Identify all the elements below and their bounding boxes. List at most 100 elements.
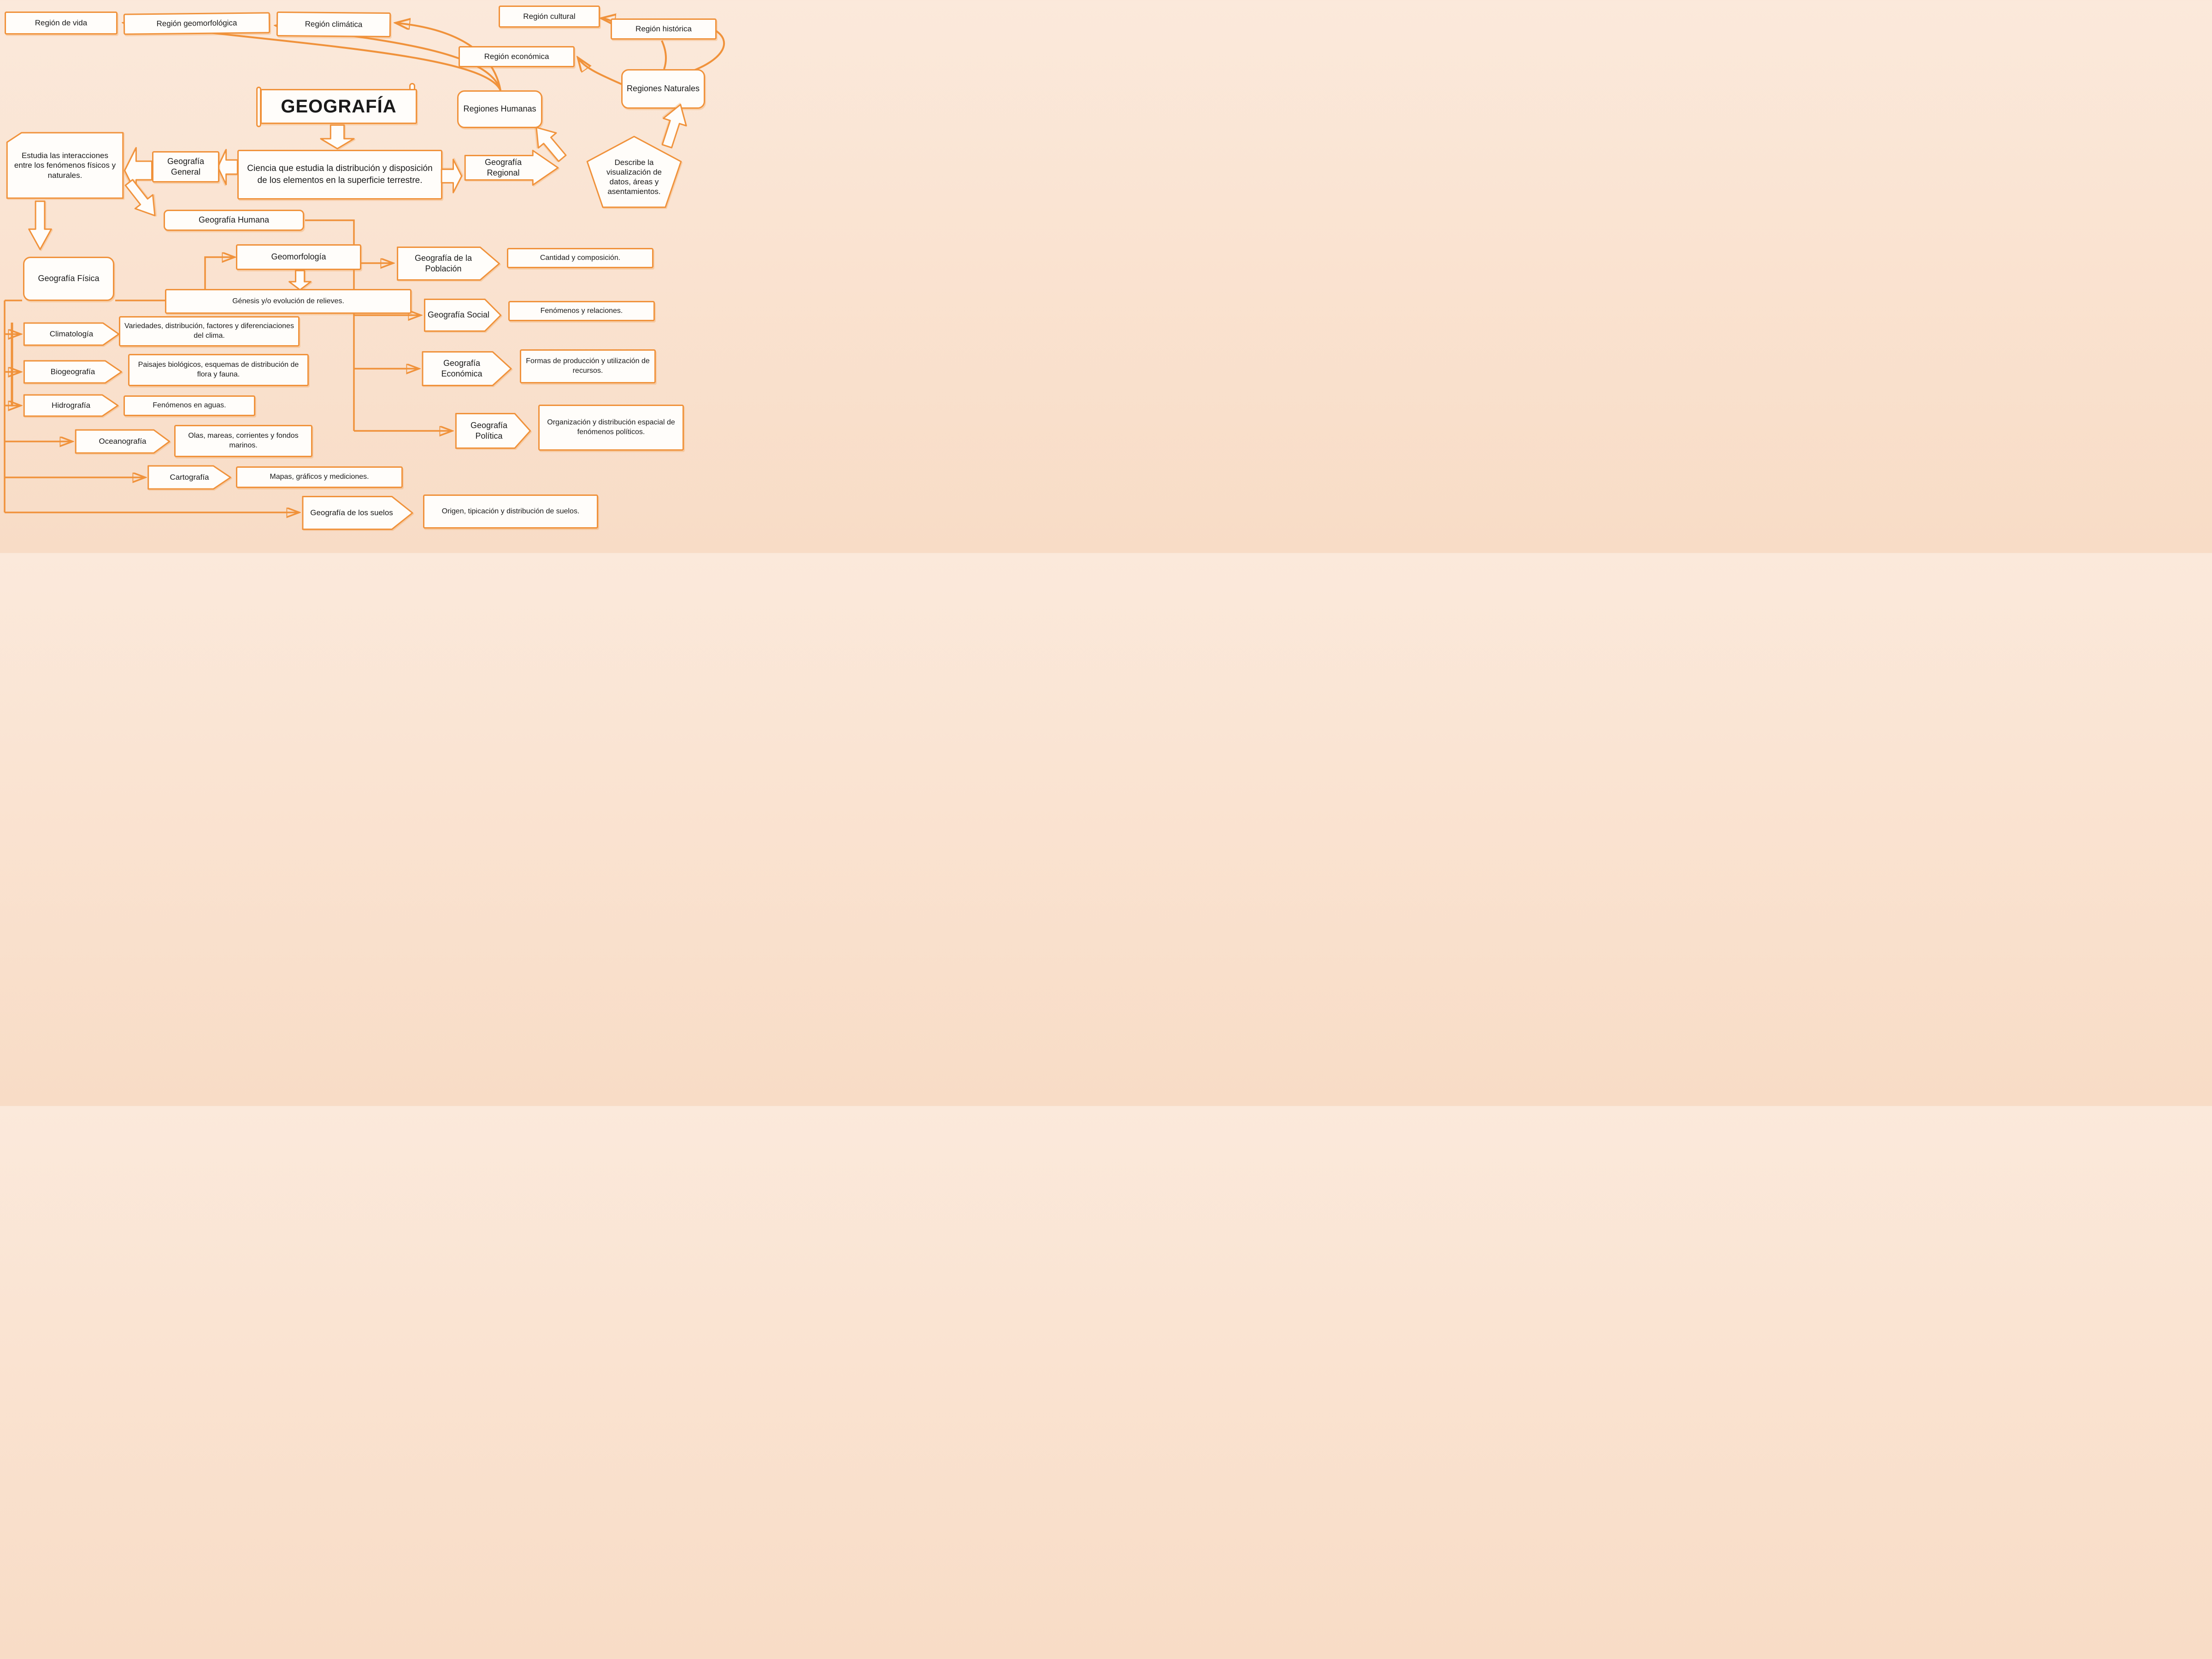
regiones-humanas-label: Regiones Humanas: [463, 104, 536, 114]
chevron-shape: [147, 465, 232, 489]
arrow-shape-right: [463, 150, 560, 186]
node-geografia-general: Geografía General: [152, 151, 219, 182]
edge-historica-naturales: [661, 40, 667, 70]
node-region-climatica: Región climática: [276, 11, 391, 38]
node-geografia-fisica: Geografía Física: [23, 257, 114, 301]
geomorfologia-desc-text: Génesis y/o evolución de relieves.: [232, 297, 344, 305]
node-social: Geografía Social: [423, 299, 502, 332]
page-title: GEOGRAFÍA: [281, 96, 397, 117]
social-label: Geografía Social: [427, 310, 490, 320]
chevron-shape: [421, 351, 513, 386]
biogeografia-desc-text: Paisajes biológicos, esquemas de distrib…: [138, 361, 299, 378]
climatologia-label: Climatología: [49, 329, 94, 339]
definition-text: Ciencia que estudia la distribución y di…: [247, 164, 433, 185]
node-region-geomorfologica: Región geomorfológica: [123, 12, 271, 35]
chevron-shape: [22, 323, 121, 346]
node-definition: Ciencia que estudia la distribución y di…: [237, 150, 442, 200]
suelos-label: Geografía de los suelos: [310, 508, 393, 518]
chevron-shape: [300, 496, 415, 530]
node-regiones-naturales: Regiones Naturales: [621, 69, 705, 109]
node-social-desc: Fenómenos y relaciones.: [508, 301, 655, 321]
node-economica-desc: Formas de producción y utilización de re…: [520, 349, 656, 383]
pentagon-shape: [585, 135, 683, 209]
edge-naturales-economica: [579, 59, 624, 86]
node-poblacion: Geografía de la Población: [395, 247, 501, 281]
social-desc-text: Fenómenos y relaciones.: [540, 306, 623, 315]
chevron-shape: [395, 247, 501, 281]
node-regional-description: Describe la visualización de datos, área…: [585, 135, 683, 209]
node-geomorfologia: Geomorfología: [236, 244, 361, 270]
chevron-shape: [74, 429, 171, 453]
arrow-down-genesis-icon: [288, 270, 312, 290]
node-suelos-desc: Origen, tipicación y distribución de sue…: [423, 494, 598, 529]
region-economica-label: Región económica: [484, 52, 549, 61]
node-biogeografia: Biogeografía: [22, 360, 124, 383]
poblacion-desc-text: Cantidad y composición.: [540, 253, 621, 262]
node-oceanografia-desc: Olas, mareas, corrientes y fondos marino…: [174, 425, 312, 457]
arrow-upleft-humanas-icon: [526, 118, 573, 167]
arrow-upright-naturales-icon: [654, 99, 694, 151]
geomorfologia-label: Geomorfología: [271, 252, 326, 262]
arrow-left-icon: [218, 148, 238, 187]
oceanografia-label: Oceanografía: [99, 437, 147, 446]
general-description-text: Estudia las interacciones entre los fenó…: [14, 151, 116, 180]
chevron-shape: [423, 299, 502, 332]
geografia-general-label: Geografía General: [167, 156, 205, 176]
chevron-shape: [22, 360, 124, 383]
arrow-right-icon: [441, 158, 462, 194]
node-climatologia: Climatología: [22, 323, 121, 346]
node-politica: Geografía Política: [454, 413, 532, 449]
node-region-economica: Región económica: [459, 46, 575, 67]
oceanografia-desc-text: Olas, mareas, corrientes y fondos marino…: [188, 432, 299, 449]
region-geomorfologica-label: Región geomorfológica: [156, 18, 237, 29]
regiones-naturales-label: Regiones Naturales: [626, 84, 700, 94]
poblacion-label: Geografía de la Población: [414, 253, 472, 273]
region-cultural-label: Región cultural: [523, 12, 576, 21]
cartografia-desc-text: Mapas, gráficos y mediciones.: [270, 473, 369, 481]
geografia-fisica-label: Geografía Física: [38, 274, 100, 283]
climatologia-desc-text: Variedades, distribución, factores y dif…: [124, 322, 294, 340]
chevron-shape: [454, 413, 532, 449]
node-region-historica: Región histórica: [611, 18, 717, 40]
node-biogeografia-desc: Paisajes biológicos, esquemas de distrib…: [128, 354, 309, 386]
concept-map: Región de vida Región geomorfológica Reg…: [0, 0, 737, 553]
node-cartografia: Cartografía: [147, 465, 232, 489]
arrow-down-icon: [319, 124, 356, 149]
geografia-regional-label: Geografía Regional: [484, 157, 522, 177]
economica-desc-text: Formas de producción y utilización de re…: [526, 357, 650, 375]
region-de-vida-label: Región de vida: [35, 18, 88, 28]
region-climatica-label: Región climática: [305, 19, 363, 29]
node-hidrografia: Hidrografía: [22, 394, 120, 417]
node-oceanografia: Oceanografía: [74, 429, 171, 453]
node-poblacion-desc: Cantidad y composición.: [507, 248, 653, 268]
economica-label: Geografía Económica: [441, 358, 482, 378]
politica-label: Geografía Política: [470, 420, 508, 441]
node-cartografia-desc: Mapas, gráficos y mediciones.: [236, 466, 403, 488]
chevron-shape: [22, 394, 120, 417]
node-region-cultural: Región cultural: [499, 6, 600, 28]
cartografia-label: Cartografía: [170, 473, 209, 482]
node-title: GEOGRAFÍA: [260, 89, 417, 124]
node-hidrografia-desc: Fenómenos en aguas.: [124, 395, 255, 416]
suelos-desc-text: Origen, tipicación y distribución de sue…: [441, 507, 580, 515]
node-climatologia-desc: Variedades, distribución, factores y dif…: [119, 316, 300, 347]
geografia-humana-label: Geografía Humana: [198, 215, 270, 225]
node-geomorfologia-desc: Génesis y/o evolución de relieves.: [165, 289, 412, 314]
hidrografia-label: Hidrografía: [51, 401, 91, 410]
node-politica-desc: Organización y distribución espacial de …: [538, 405, 684, 451]
node-regiones-humanas: Regiones Humanas: [457, 90, 542, 128]
hidrografia-desc-text: Fenómenos en aguas.: [153, 401, 226, 410]
politica-desc-text: Organización y distribución espacial de …: [547, 418, 675, 436]
node-geografia-humana: Geografía Humana: [164, 210, 304, 231]
node-region-de-vida: Región de vida: [5, 12, 118, 35]
arrow-down-fisica-icon: [28, 200, 53, 251]
node-general-description: Estudia las interacciones entre los fenó…: [5, 131, 125, 200]
region-historica-label: Región histórica: [635, 24, 692, 34]
biogeografia-label: Biogeografía: [50, 367, 95, 377]
heptagon-shape: [5, 131, 125, 200]
arrow-diagonal-humana-icon: [118, 174, 165, 224]
regional-description-text: Describe la visualización de datos, área…: [606, 158, 662, 196]
node-economica: Geografía Económica: [421, 351, 513, 386]
node-geografia-regional: Geografía Regional: [463, 150, 560, 186]
node-suelos: Geografía de los suelos: [300, 496, 415, 530]
